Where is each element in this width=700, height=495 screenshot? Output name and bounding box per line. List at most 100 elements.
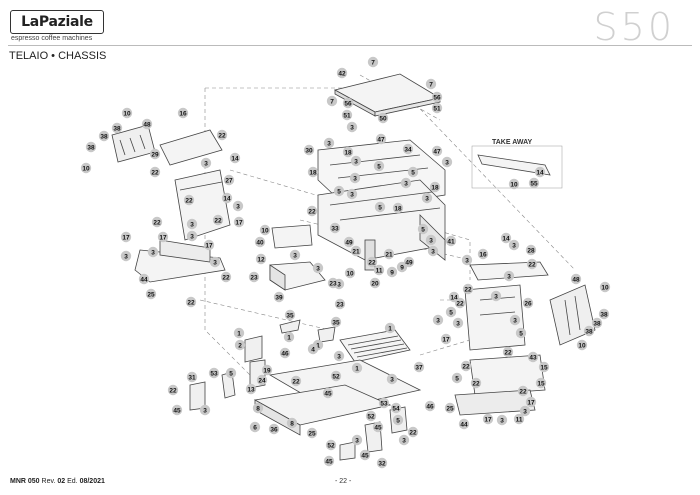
part-callout: 22 [220, 271, 232, 283]
callout-number: 40 [256, 239, 264, 246]
callout-bubble [208, 367, 220, 379]
callout-bubble [517, 385, 529, 397]
callout-number: 17 [205, 242, 213, 249]
callout-number: 45 [173, 407, 181, 414]
part-callout: 56 [431, 91, 443, 103]
part-callout: 5 [373, 160, 385, 172]
callout-bubble [599, 281, 611, 293]
callout-number: 7 [371, 59, 375, 66]
callout-number: 45 [325, 458, 333, 465]
part-callout: 38 [591, 317, 603, 329]
callout-bubble [386, 373, 398, 385]
part-callout: 19 [261, 364, 273, 376]
callout-bubble [248, 271, 260, 283]
callout-number: 12 [257, 256, 265, 263]
callout-bubble [186, 218, 198, 230]
callout-number: 38 [100, 133, 108, 140]
part-callout: 31 [186, 371, 198, 383]
callout-bubble [490, 290, 502, 302]
callout-bubble [424, 400, 436, 412]
callout-number: 46 [281, 350, 289, 357]
callout-number: 5 [396, 417, 400, 424]
callout-bubble [441, 156, 453, 168]
callout-number: 22 [292, 378, 300, 385]
callout-number: 49 [405, 259, 413, 266]
callout-number: 3 [236, 203, 240, 210]
part-callout: 3 [346, 188, 358, 200]
part-callout: 3 [333, 350, 345, 362]
callout-bubble [374, 201, 386, 213]
callout-bubble [392, 414, 404, 426]
callout-bubble [199, 404, 211, 416]
callout-bubble [470, 377, 482, 389]
callout-bubble [367, 56, 379, 68]
callout-number: 3 [429, 237, 433, 244]
part-callout: 17 [203, 239, 215, 251]
callout-bubble [209, 256, 221, 268]
callout-number: 11 [376, 267, 383, 274]
part-callout: 3 [147, 246, 159, 258]
callout-number: 38 [113, 125, 121, 132]
callout-bubble [157, 231, 169, 243]
callout-number: 23 [250, 274, 258, 281]
callout-bubble [85, 141, 97, 153]
callout-bubble [413, 361, 425, 373]
callout-bubble [351, 434, 363, 446]
callout-bubble [327, 277, 339, 289]
callout-number: 3 [213, 259, 217, 266]
part-callout: 23 [248, 271, 260, 283]
callout-number: 22 [464, 286, 472, 293]
callout-bubble [477, 248, 489, 260]
callout-number: 47 [377, 136, 385, 143]
callout-bubble [425, 234, 437, 246]
callout-bubble [458, 418, 470, 430]
callout-bubble [461, 254, 473, 266]
callout-bubble [232, 200, 244, 212]
callout-number: 3 [350, 124, 354, 131]
callout-bubble [323, 455, 335, 467]
callout-number: 22 [153, 219, 161, 226]
part-callout: 55 [528, 177, 540, 189]
part-callout: 42 [336, 67, 348, 79]
callout-number: 9 [400, 264, 404, 271]
callout-bubble [138, 273, 150, 285]
callout-number: 27 [225, 177, 233, 184]
callout-bubble [342, 97, 354, 109]
part-callout: 7 [425, 78, 437, 90]
part-callout: 22 [216, 129, 228, 141]
callout-number: 2 [238, 342, 242, 349]
callout-bubble [151, 216, 163, 228]
callout-bubble [312, 262, 324, 274]
callout-number: 49 [345, 239, 353, 246]
callout-number: 3 [402, 437, 406, 444]
part-callout: 36 [268, 423, 280, 435]
right-side-frame [454, 261, 549, 416]
callout-bubble [111, 122, 123, 134]
callout-number: 5 [411, 169, 415, 176]
callout-number: 44 [140, 276, 148, 283]
callout-number: 5 [455, 375, 459, 382]
callout-bubble [525, 396, 537, 408]
callout-bubble [303, 144, 315, 156]
part-callout: 22 [167, 384, 179, 396]
part-callout: 22 [183, 194, 195, 206]
part-callout: 17 [440, 333, 452, 345]
callout-number: 3 [203, 407, 207, 414]
part-callout: 21 [383, 248, 395, 260]
callout-bubble [451, 372, 463, 384]
callout-bubble [185, 296, 197, 308]
callout-bubble [344, 267, 356, 279]
callout-bubble [376, 457, 388, 469]
callout-number: 19 [263, 367, 271, 374]
part-callout: 46 [279, 347, 291, 359]
callout-bubble [121, 107, 133, 119]
callout-number: 33 [331, 225, 339, 232]
callout-number: 10 [601, 284, 609, 291]
part-callout: 51 [341, 109, 353, 121]
part-callout: 18 [307, 166, 319, 178]
callout-number: 9 [390, 269, 394, 276]
callout-number: 3 [500, 417, 504, 424]
callout-number: 17 [235, 219, 243, 226]
callout-number: 10 [123, 110, 131, 117]
